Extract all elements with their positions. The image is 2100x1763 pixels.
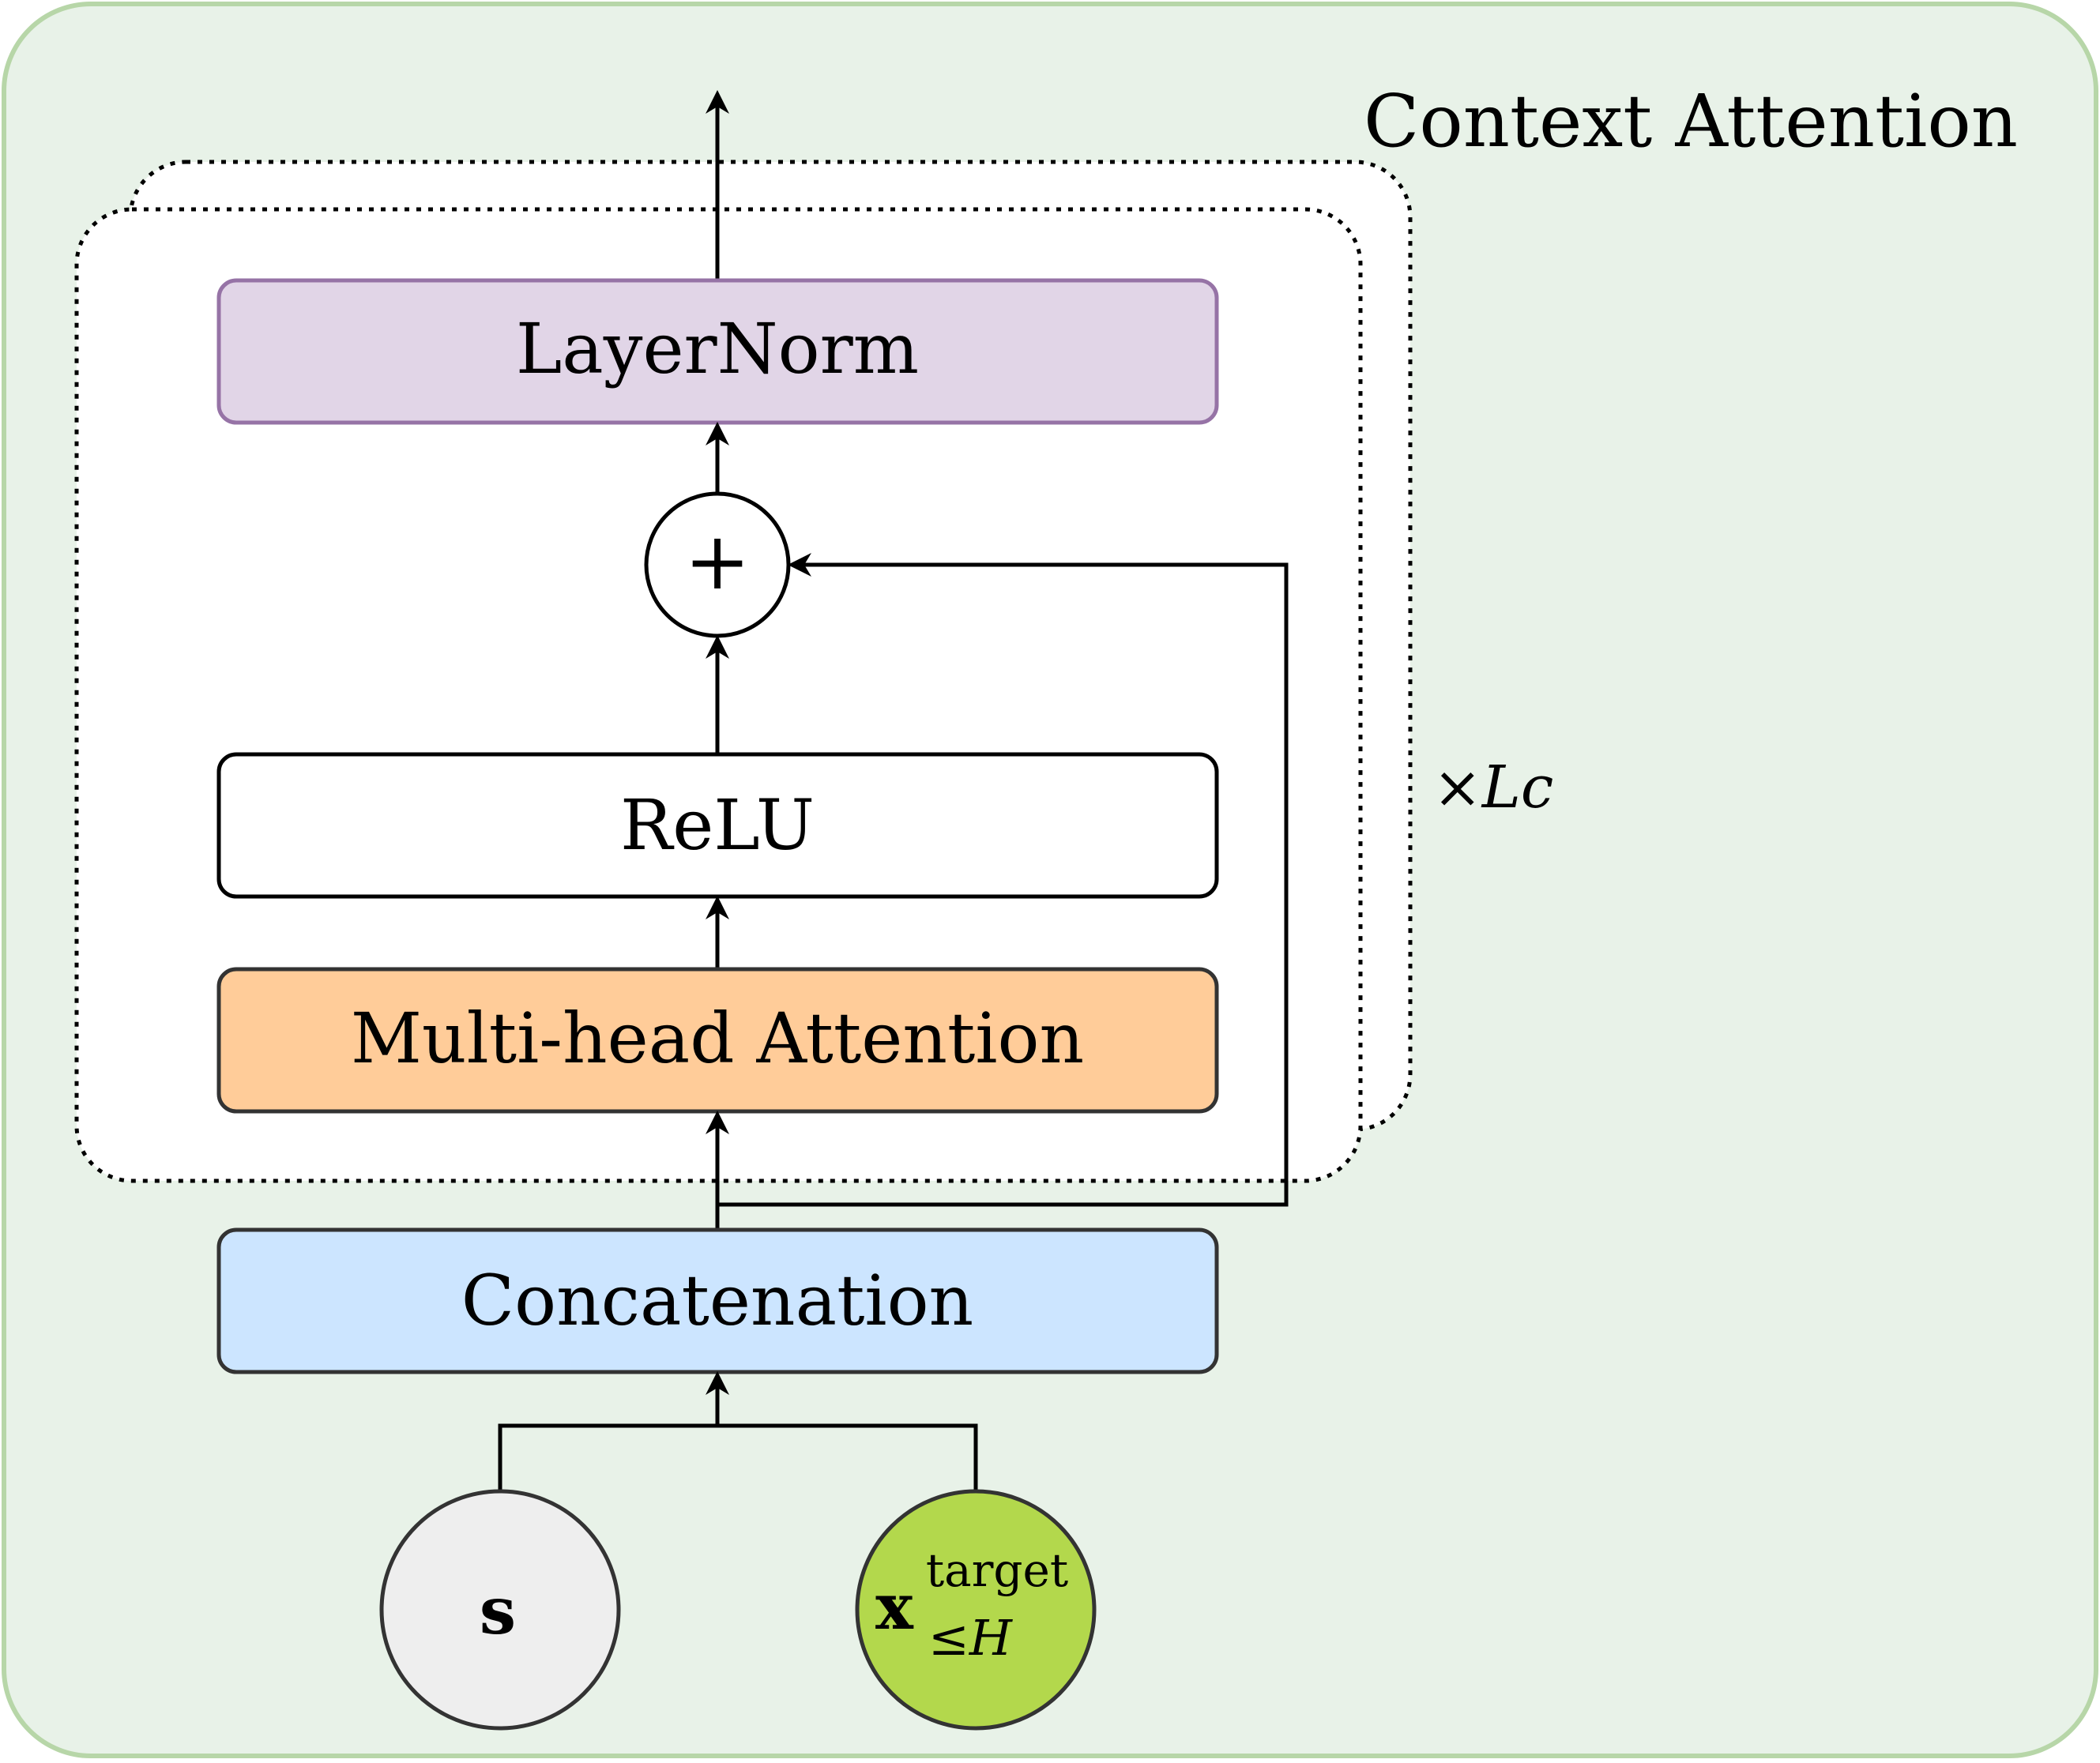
add-symbol: + bbox=[684, 515, 751, 607]
panel-title: Context Attention bbox=[1364, 79, 2018, 164]
s-input-label: s bbox=[480, 1573, 516, 1649]
x-target-subscript: ≤H bbox=[928, 1609, 1014, 1667]
layernorm-label: LayerNorm bbox=[516, 308, 919, 389]
concatenation-label: Concatenation bbox=[461, 1260, 973, 1341]
input-merge-lines bbox=[498, 1423, 978, 1491]
repeat-label: ×Lc bbox=[1433, 754, 1554, 821]
s-input-node bbox=[379, 1489, 621, 1731]
x-target-main: x bbox=[875, 1569, 914, 1644]
x-target-superscript: target bbox=[926, 1543, 1068, 1597]
x-target-input-node bbox=[855, 1489, 1097, 1731]
relu-label: ReLU bbox=[620, 784, 815, 866]
residual-connection bbox=[717, 553, 1289, 1207]
multi-head-attention-label: Multi-head Attention bbox=[351, 998, 1084, 1079]
